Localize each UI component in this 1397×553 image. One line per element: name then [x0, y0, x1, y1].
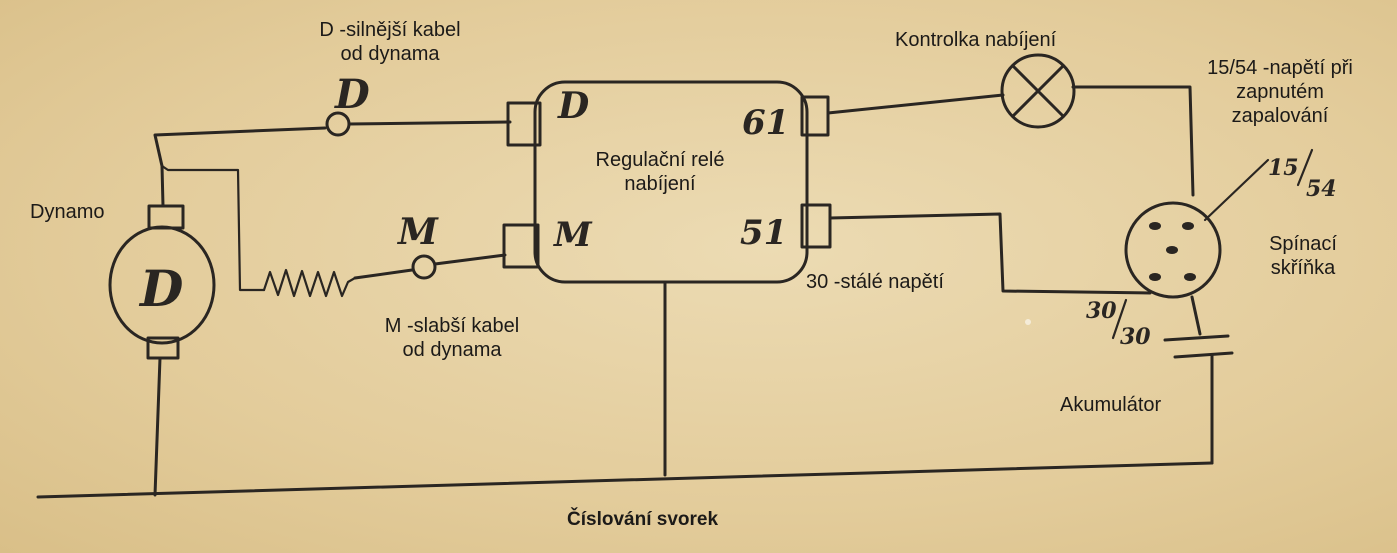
- label-spinaci-line2: skříňka: [1270, 257, 1336, 279]
- dynamo-top-wire: [160, 164, 165, 208]
- diagram-title: Číslování svorek: [567, 509, 719, 530]
- relay-box: D M 61 51: [502, 80, 832, 284]
- relay-terminal-51: 51: [740, 213, 787, 253]
- field-wire: [160, 164, 266, 292]
- ground-bus: [36, 461, 1214, 499]
- relay-terminal-d: D: [557, 85, 589, 127]
- label-spinaci: Spínací skříňka: [1248, 232, 1358, 280]
- label-stale-napeti: 30 -stálé napětí: [806, 271, 944, 293]
- battery-icon: [1163, 334, 1234, 359]
- label-m-cable-line2: od dynama: [402, 339, 502, 361]
- label-d-cable-line2: od dynama: [340, 43, 440, 65]
- label-dynamo: Dynamo: [30, 201, 105, 223]
- handwritten-d-wire: D: [334, 71, 370, 118]
- handwritten-m-wire: M: [396, 211, 439, 253]
- wire-lamp-to-switch: [1071, 85, 1195, 197]
- ignition-switch-icon: [1124, 201, 1222, 299]
- handwritten-30-upper: 30: [1086, 298, 1117, 324]
- label-napeti-1554: 15/54 -napětí při zapnutém zapalování: [1195, 56, 1365, 128]
- charge-lamp-icon: [1000, 53, 1076, 129]
- field-resistor: [262, 268, 357, 298]
- label-m-cable: M -slabší kabel od dynama: [362, 314, 542, 362]
- label-napeti-1554-line2: zapnutém: [1236, 81, 1324, 103]
- label-d-cable-line1: D -silnější kabel: [319, 19, 461, 41]
- label-d-cable: D -silnější kabel od dynama: [300, 18, 480, 66]
- label-m-cable-line1: M -slabší kabel: [384, 315, 520, 337]
- label-spinaci-line1: Spínací: [1269, 233, 1337, 255]
- label-akumulator: Akumulátor: [1060, 394, 1162, 416]
- label-napeti-1554-line3: zapalování: [1231, 105, 1329, 127]
- label-rele-line2: nabíjení: [624, 173, 696, 195]
- wire-d-top: [153, 126, 327, 168]
- wire-d-to-relay: [347, 120, 512, 126]
- relay-terminal-61: 61: [742, 103, 789, 143]
- wire-61-to-lamp: [826, 93, 1005, 115]
- wire-m-to-relay: [433, 253, 507, 266]
- fraction-slash-3030: [1111, 298, 1128, 340]
- fraction-slash-1554: [1296, 148, 1314, 187]
- handwritten-54: 54: [1306, 176, 1337, 202]
- paper-speck: [1025, 319, 1031, 325]
- wire-51-to-switch: [828, 212, 1152, 295]
- switch-15-54-lead: [1203, 158, 1270, 222]
- label-napeti-1554-line1: 15/54 -napětí při: [1207, 57, 1353, 79]
- terminal-m-wire: [411, 254, 437, 280]
- dynamo-symbol: D: [108, 204, 216, 360]
- relay-terminal-m: M: [553, 215, 593, 255]
- handwritten-30-lower: 30: [1120, 324, 1151, 350]
- handwritten-15: 15: [1268, 155, 1299, 181]
- wire-m: [353, 268, 414, 280]
- dynamo-letter: D: [138, 259, 183, 318]
- label-rele-line1: Regulační relé: [595, 149, 725, 171]
- wire-switch-to-battery: [1190, 295, 1202, 336]
- label-rele: Regulační relé nabíjení: [570, 148, 750, 196]
- label-kontrolka: Kontrolka nabíjení: [895, 29, 1057, 51]
- dynamo-bottom-wire: [153, 356, 162, 497]
